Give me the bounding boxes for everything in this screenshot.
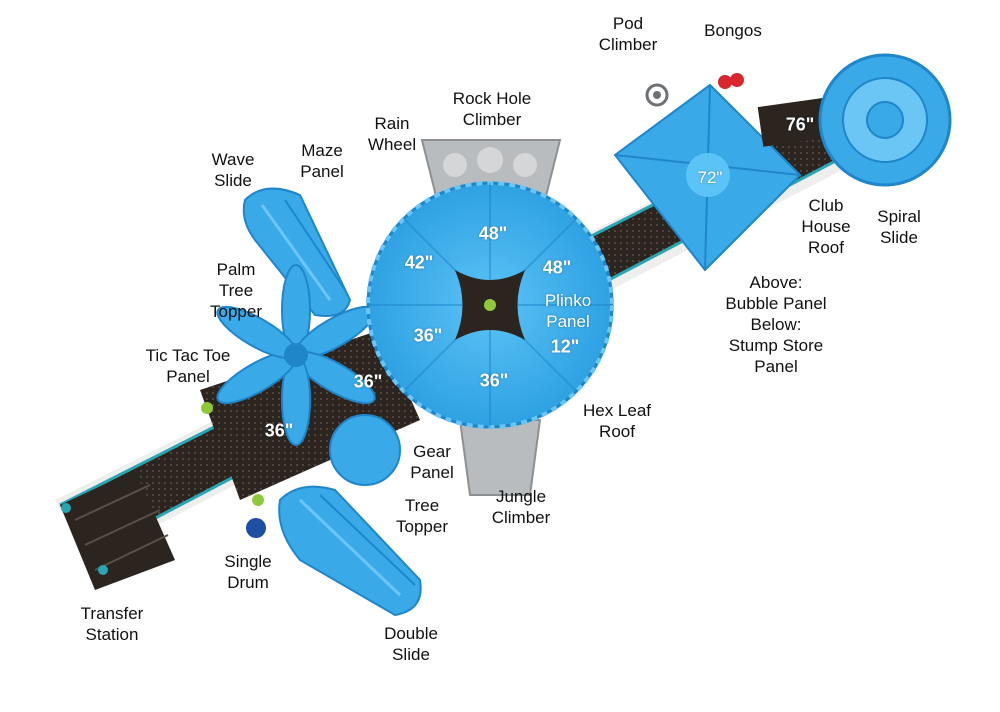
height-hex-bottom: 36"	[479, 370, 509, 391]
label-transfer-station: Transfer Station	[80, 604, 144, 644]
label-wave-slide: Wave Slide	[211, 150, 255, 190]
height-deck-upper: 36"	[353, 371, 383, 392]
height-deck-lower: 36"	[264, 420, 294, 441]
height-hex-top: 48"	[478, 223, 508, 244]
label-bubble-stump-panel: Above: Bubble Panel Below: Stump Store P…	[725, 273, 827, 376]
label-pod-climber: Pod Climber	[598, 14, 658, 54]
hex-leaf-roof	[366, 181, 614, 429]
tree-topper-ball	[329, 414, 401, 486]
pod-climber	[645, 83, 669, 107]
height-plinko-12: 12"	[550, 336, 580, 357]
label-plinko-panel: Plinko Panel	[544, 291, 592, 331]
single-drum	[246, 518, 266, 538]
tic-tac-toe-marker	[201, 402, 213, 414]
jungle-climber	[458, 419, 542, 496]
rock-hole-climber	[420, 139, 562, 201]
height-hex-right: 48"	[542, 257, 572, 278]
height-spiral: 76"	[785, 114, 815, 135]
height-hex-left: 42"	[404, 252, 434, 273]
spiral-slide	[757, 53, 952, 187]
label-single-drum: Single Drum	[224, 552, 272, 592]
label-tic-tac-toe-panel: Tic Tac Toe Panel	[145, 346, 231, 386]
label-double-slide: Double Slide	[384, 624, 438, 664]
label-spiral-slide: Spiral Slide	[877, 207, 921, 247]
label-rock-hole-climber: Rock Hole Climber	[452, 89, 532, 129]
label-palm-tree-topper: Palm Tree Topper	[210, 260, 262, 321]
label-jungle-climber: Jungle Climber	[491, 487, 551, 527]
label-rain-wheel: Rain Wheel	[367, 114, 417, 154]
drum-marker	[252, 494, 264, 506]
palm-tree-topper	[216, 264, 376, 446]
label-gear-panel: Gear Panel	[410, 442, 454, 482]
height-hex-mid-left: 36"	[413, 325, 443, 346]
transfer-station	[60, 470, 175, 590]
club-house-roof	[613, 83, 802, 272]
double-slide	[278, 485, 422, 617]
label-club-house-roof: Club House Roof	[801, 196, 851, 257]
label-bongos: Bongos	[704, 21, 762, 40]
label-maze-panel: Maze Panel	[300, 141, 344, 181]
height-clubhouse: 72"	[697, 168, 723, 187]
bongos	[718, 73, 744, 89]
label-tree-topper: Tree Topper	[396, 496, 448, 536]
label-hex-leaf-roof: Hex Leaf Roof	[582, 401, 652, 441]
